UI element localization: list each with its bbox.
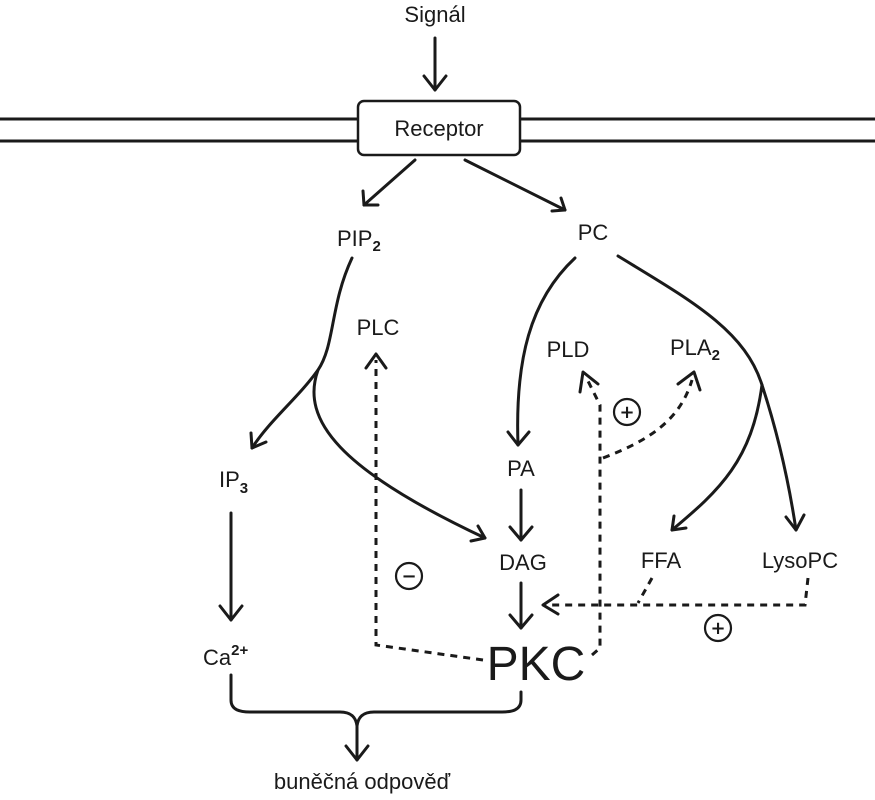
receptor-to-pip2-arrow xyxy=(361,158,417,207)
pa-to-dag-arrow xyxy=(508,488,534,542)
pkc-activates-pla2-arrow xyxy=(602,370,702,460)
response-brace xyxy=(229,673,523,728)
pc-to-ffa-arrow xyxy=(670,383,764,532)
brace-to-response-arrow xyxy=(344,724,370,762)
plus-sign-ffa-lysopc: + xyxy=(703,613,733,643)
pc-to-pa-arrow xyxy=(506,256,577,447)
pla2-label: PLA2 xyxy=(670,335,720,364)
receptor-label: Receptor xyxy=(394,116,483,141)
pip2-base: PIP xyxy=(337,226,372,251)
response-label: buněčná odpověď xyxy=(274,769,451,794)
lysopc-label: LysoPC xyxy=(762,548,838,573)
pa-label: PA xyxy=(507,456,535,481)
signal-arrow xyxy=(422,36,448,92)
ca-superscript: 2+ xyxy=(231,642,248,659)
plus-sign-pld-pla2-text: + xyxy=(619,402,634,423)
pkc-inhibits-plc-arrow xyxy=(364,352,484,662)
plus-sign-pld-pla2: + xyxy=(612,397,642,427)
pla2-base: PLA xyxy=(670,335,712,360)
ip3-label: IP3 xyxy=(219,467,248,497)
pip2-to-ip3-arrow xyxy=(249,256,354,450)
pip2-label: PIP2 xyxy=(337,226,381,255)
pc-label: PC xyxy=(578,220,609,245)
pla2-subscript: 2 xyxy=(712,347,720,364)
receptor-to-pc-arrow xyxy=(463,158,567,213)
signal-label: Signál xyxy=(404,2,465,27)
ca-base: Ca xyxy=(203,645,232,670)
pip2-subscript: 2 xyxy=(372,238,380,255)
ip3-subscript: 3 xyxy=(240,480,248,497)
pc-to-ffa-lysopc-branch xyxy=(616,254,764,387)
pld-label: PLD xyxy=(547,337,590,362)
ip3-base: IP xyxy=(219,467,240,492)
minus-sign-plc: − xyxy=(394,561,424,591)
pkc-label: PKC xyxy=(487,638,586,691)
plus-sign-ffa-lysopc-text: + xyxy=(710,618,725,639)
receptor-box xyxy=(356,99,522,157)
ip3-to-ca-arrow xyxy=(218,511,244,622)
pip2-to-dag-arrow xyxy=(312,368,487,543)
plc-label: PLC xyxy=(357,315,400,340)
dag-label: DAG xyxy=(499,550,547,575)
pkc-activates-pld-arrow xyxy=(578,370,602,657)
ffa-lysopc-activates-pkc-arrow xyxy=(541,577,810,616)
ca-label: Ca2+ xyxy=(203,642,248,670)
pc-to-lysopc-arrow xyxy=(760,383,806,532)
dag-to-pkc-arrow xyxy=(508,581,534,630)
ffa-label: FFA xyxy=(641,548,682,573)
minus-sign-plc-text: − xyxy=(401,566,416,587)
